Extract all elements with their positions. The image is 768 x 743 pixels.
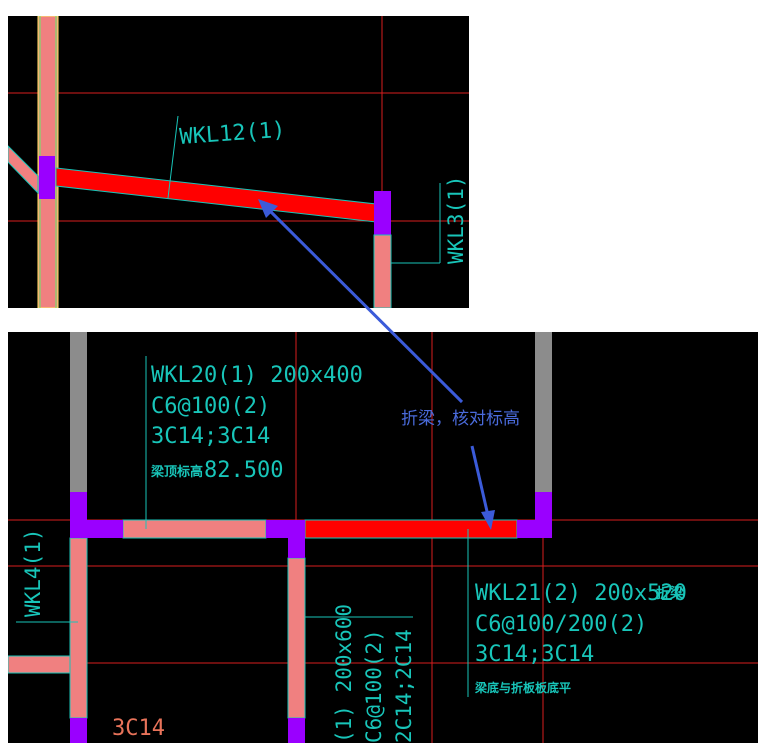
column-bottom-left xyxy=(70,718,87,743)
gray-column-left xyxy=(70,332,87,492)
top-cad-drawing: WKL12(1) WKL3(1) xyxy=(8,16,469,308)
gray-column-right xyxy=(535,332,552,492)
column-right-joint xyxy=(517,492,552,538)
wkl20-line4-prefix: 梁顶标高 xyxy=(150,464,203,480)
label-wkl3: WKL3(1) xyxy=(444,175,468,264)
wkl20-line4-value: 82.500 xyxy=(204,458,283,483)
leader-wkl12 xyxy=(167,115,179,199)
vertical-beam-line1: (1) 200x600 xyxy=(332,604,356,743)
wkl21-line2: C6@100/200(2) xyxy=(475,612,647,637)
label-wkl12: WKL12(1) xyxy=(179,118,286,150)
beam-wkl4 xyxy=(69,537,88,719)
bottom-cad-drawing: WKL20(1) 200x400 C6@100(2) 3C14;3C14 梁顶标… xyxy=(8,332,758,743)
wkl21-line1-suffix: 折梁 xyxy=(656,585,685,602)
wkl20-line1: WKL20(1) 200x400 xyxy=(151,363,363,388)
column-left-joint xyxy=(70,492,123,538)
column-middle-joint xyxy=(266,520,305,558)
wkl20-line3: 3C14;3C14 xyxy=(151,424,270,449)
vertical-beam-line3: 2C14;2C14 xyxy=(392,629,416,743)
column-left xyxy=(39,156,55,199)
wkl21-line4: 梁底与折板板底平 xyxy=(474,680,571,695)
bottom-cad-view: WKL20(1) 200x400 C6@100(2) 3C14;3C14 梁顶标… xyxy=(8,332,758,743)
label-wkl4: WKL4(1) xyxy=(21,528,45,617)
right-column-strip xyxy=(373,234,392,308)
vertical-beam-line2: C6@100(2) xyxy=(362,629,386,743)
wkl21-line3: 3C14;3C14 xyxy=(475,642,594,667)
left-stub-beam xyxy=(8,655,71,674)
column-right xyxy=(374,191,391,235)
beam-wkl20 xyxy=(122,519,267,539)
sloped-beam-wkl12 xyxy=(55,167,377,223)
wkl20-line2: C6@100(2) xyxy=(151,394,270,419)
column-bottom-middle xyxy=(288,718,305,743)
beam-vertical-middle xyxy=(287,557,306,719)
top-cad-view: WKL12(1) WKL3(1) xyxy=(8,16,469,308)
beam-wkl21 xyxy=(304,519,518,539)
wkl21-line1: WKL21(2) 200x520 xyxy=(475,581,687,606)
rebar-label-3c14: 3C14 xyxy=(112,716,165,741)
left-diagonal-beam xyxy=(8,145,39,195)
